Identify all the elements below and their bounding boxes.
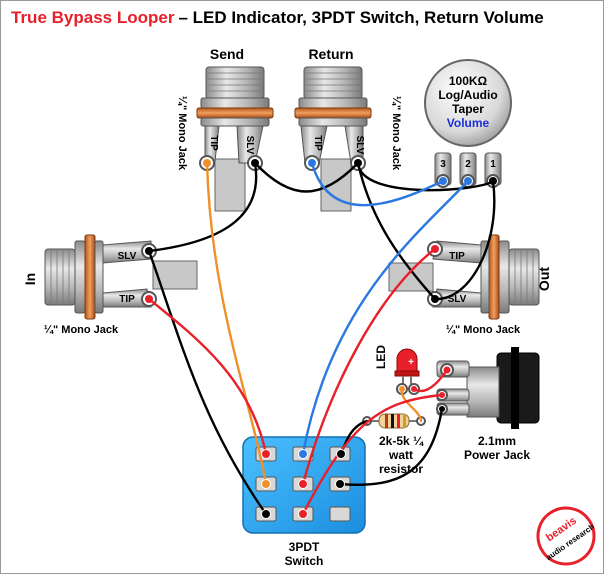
power-jack: 2.1mm Power Jack (436, 347, 540, 462)
in-tip-label: TIP (119, 294, 135, 305)
in-sleeve-label: SLV (118, 251, 137, 262)
title-rest: – LED Indicator, 3PDT Switch, Return Vol… (178, 8, 543, 27)
power-jack-label: Power Jack (464, 448, 530, 462)
resistor-value: 2k-5k ¼ (379, 434, 424, 448)
return-tip-label: TIP (312, 135, 323, 151)
led-plus-label: + (408, 357, 414, 368)
pot-function: Volume (447, 116, 490, 130)
switch-label: Switch (285, 554, 324, 568)
resistor-word: resistor (379, 462, 423, 476)
out-tip-label: TIP (449, 251, 465, 262)
return-jack-label: Return (308, 46, 353, 62)
volume-pot: 100KΩ Log/Audio Taper Volume 3 2 1 (424, 59, 512, 188)
send-jack: Send TIP SLV ¼" Mono Jack (176, 46, 274, 212)
out-jack-type: ¼" Mono Jack (446, 324, 521, 336)
out-jack: Out TIP SLV ¼" Mono Jack (388, 234, 552, 336)
beavis-audio-logo: beavis audio research (536, 506, 596, 566)
pot-lug-2-label: 2 (465, 159, 471, 170)
return-jack-type: ¼" Mono Jack (390, 96, 402, 171)
return-sleeve-label: SLV (354, 136, 365, 155)
switch-type: 3PDT (289, 540, 320, 554)
pot-taper-word: Taper (452, 102, 484, 116)
diagram-title: True Bypass Looper– LED Indicator, 3PDT … (11, 8, 544, 27)
solder-points (145, 159, 497, 412)
pot-lug-3-label: 3 (440, 159, 446, 170)
switch-lugs (255, 446, 351, 522)
out-sleeve-label: SLV (448, 294, 467, 305)
title-main: True Bypass Looper (11, 8, 175, 27)
led: LED + (374, 345, 420, 395)
send-sleeve-label: SLV (244, 136, 255, 155)
in-jack: In SLV TIP ¼" Mono Jack (22, 234, 198, 336)
out-jack-label: Out (536, 267, 552, 291)
wires (147, 161, 496, 516)
send-jack-type: ¼" Mono Jack (176, 96, 188, 171)
pot-lug-1-label: 1 (490, 159, 496, 170)
send-jack-label: Send (210, 46, 244, 62)
pot-taper: Log/Audio (438, 88, 497, 102)
in-jack-type: ¼" Mono Jack (44, 324, 119, 336)
pot-value: 100KΩ (449, 74, 488, 88)
in-jack-label: In (22, 273, 38, 285)
led-label: LED (374, 345, 388, 369)
send-tip-label: TIP (208, 135, 219, 151)
resistor-rating: watt (388, 448, 413, 462)
switch-wire-terminals (261, 449, 346, 519)
power-jack-size: 2.1mm (478, 434, 516, 448)
